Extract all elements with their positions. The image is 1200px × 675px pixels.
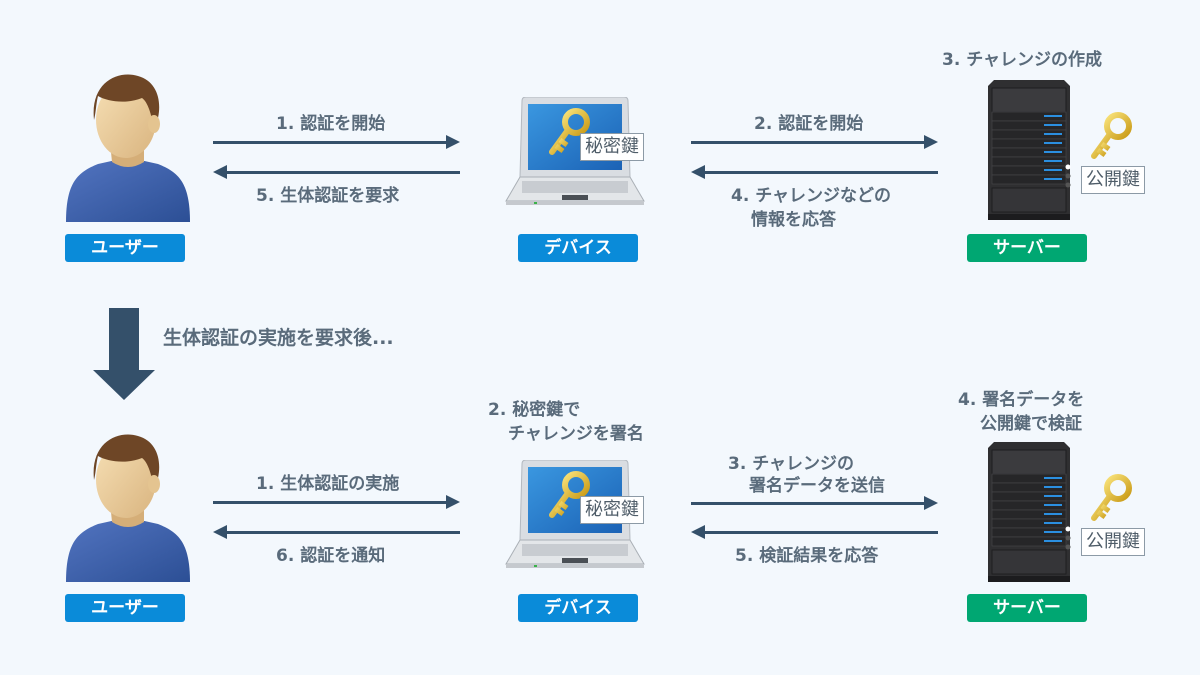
arrow-left-server-to-device — [691, 525, 938, 539]
device-note-1: 2. 秘密鍵で — [488, 400, 581, 420]
server-note-1: 4. 署名データを — [958, 390, 1085, 410]
private-key-tag: 秘密鍵 — [580, 496, 644, 524]
arrow-label-user-to-device: 1. 認証を開始 — [276, 114, 386, 134]
server-icon — [987, 80, 1071, 220]
public-key-tag: 公開鍵 — [1081, 528, 1145, 556]
private-key-tag: 秘密鍵 — [580, 133, 644, 161]
public-key-icon — [1090, 112, 1136, 164]
arrow-right-device-to-server — [691, 496, 938, 510]
arrow-left-device-to-user — [213, 165, 460, 179]
device-note-2: チャレンジを署名 — [508, 424, 644, 444]
user-icon — [64, 73, 192, 222]
user-icon — [64, 433, 192, 582]
server-note-2: 公開鍵で検証 — [980, 414, 1082, 434]
device-badge: デバイス — [518, 594, 638, 622]
public-key-tag: 公開鍵 — [1081, 166, 1145, 194]
arrow-label-device-to-server-2: 署名データを送信 — [749, 476, 885, 496]
transition-text: 生体認証の実施を要求後... — [163, 327, 394, 349]
server-badge: サーバー — [967, 234, 1087, 262]
arrow-right-device-to-server — [691, 135, 938, 149]
arrow-label-user-to-device: 1. 生体認証の実施 — [256, 474, 400, 494]
arrow-label-server-to-device-2: 情報を応答 — [751, 210, 836, 230]
arrow-left-server-to-device — [691, 165, 938, 179]
arrow-label-server-to-device-1: 4. チャレンジなどの — [731, 186, 892, 206]
user-badge: ユーザー — [65, 594, 185, 622]
down-arrow-icon — [93, 308, 155, 400]
public-key-icon — [1090, 474, 1136, 526]
arrow-label-device-to-server: 2. 認証を開始 — [754, 114, 864, 134]
arrow-label-device-to-user: 5. 生体認証を要求 — [256, 186, 400, 206]
server-icon — [987, 442, 1071, 582]
arrow-label-device-to-server-1: 3. チャレンジの — [728, 454, 855, 474]
arrow-label-server-to-device: 5. 検証結果を応答 — [735, 546, 879, 566]
server-badge: サーバー — [967, 594, 1087, 622]
user-badge: ユーザー — [65, 234, 185, 262]
arrow-right-user-to-device — [213, 135, 460, 149]
arrow-left-device-to-user — [213, 525, 460, 539]
arrow-right-user-to-device — [213, 495, 460, 509]
arrow-label-device-to-user: 6. 認証を通知 — [276, 546, 386, 566]
device-badge: デバイス — [518, 234, 638, 262]
server-note: 3. チャレンジの作成 — [942, 50, 1103, 70]
